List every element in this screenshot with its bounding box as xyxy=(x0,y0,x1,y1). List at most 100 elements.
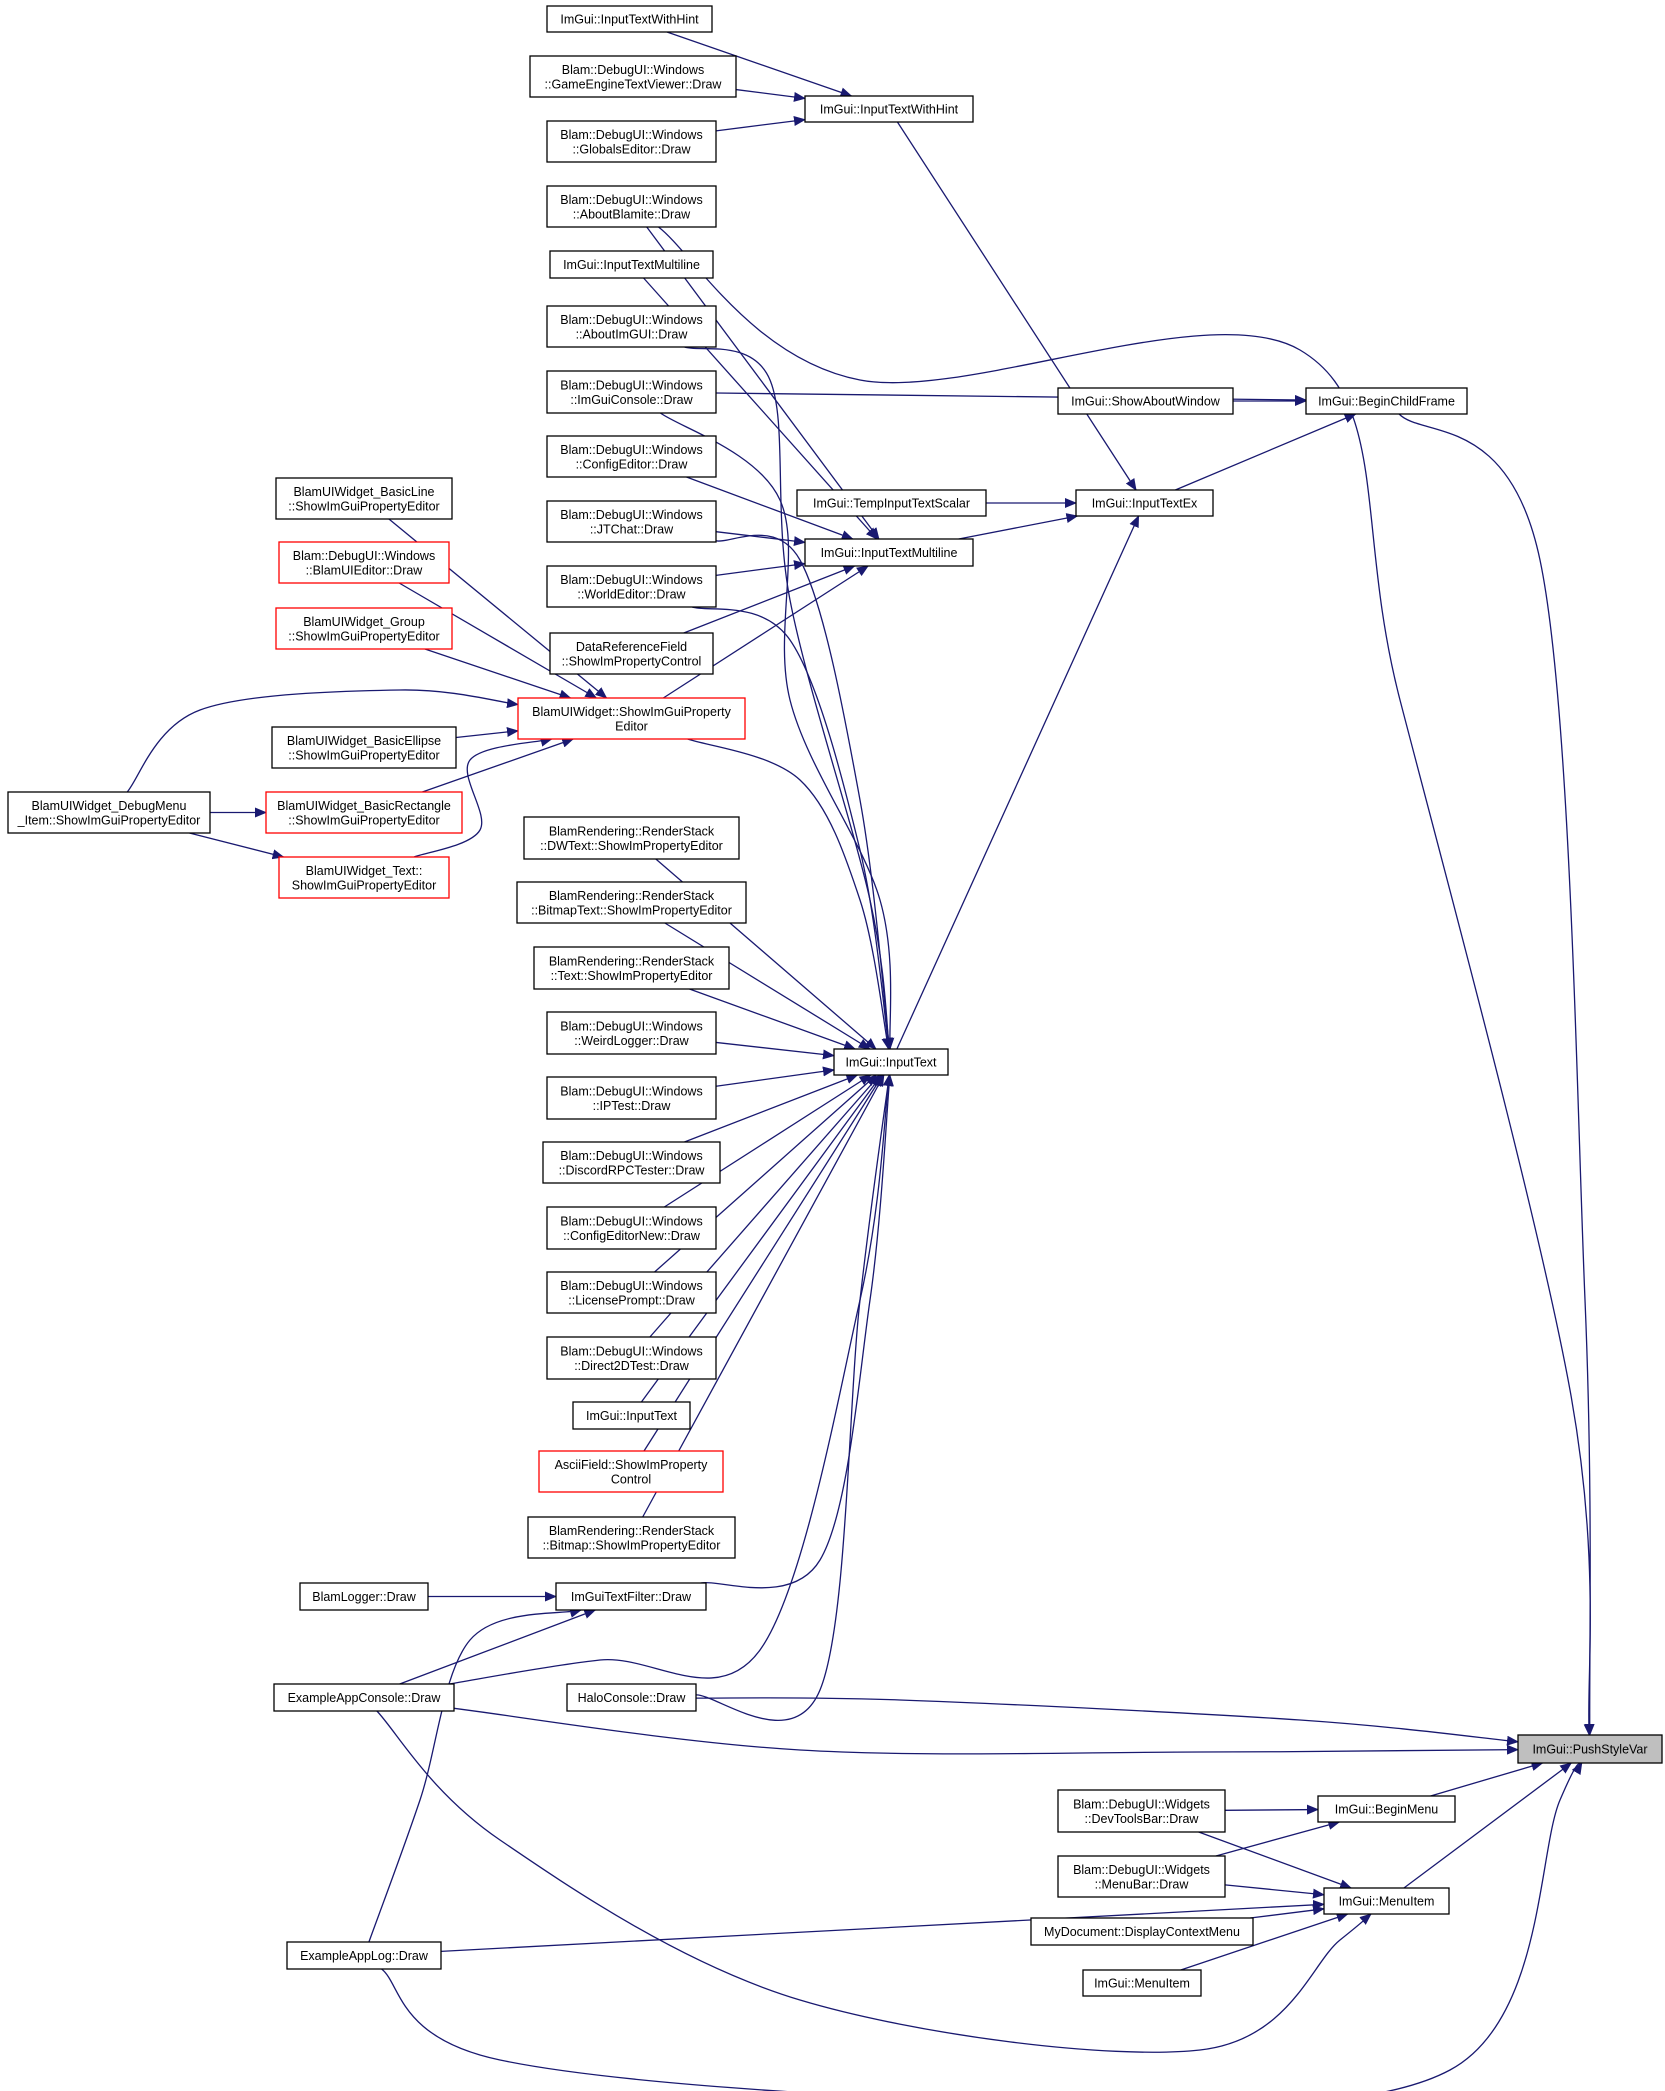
node-push-style-var[interactable]: ImGui::PushStyleVar xyxy=(1517,1734,1663,1764)
node-world-editor[interactable]: Blam::DebugUI::Windows::WorldEditor::Dra… xyxy=(546,565,717,608)
node-box[interactable] xyxy=(533,946,730,990)
node-box[interactable] xyxy=(546,1011,717,1055)
node-box[interactable] xyxy=(549,250,714,279)
node-dev-tools-bar[interactable]: Blam::DebugUI::Widgets::DevToolsBar::Dra… xyxy=(1057,1789,1226,1833)
node-box[interactable] xyxy=(1075,489,1214,517)
node-box[interactable] xyxy=(542,1141,721,1184)
node-begin-child-frame[interactable]: ImGui::BeginChildFrame xyxy=(1305,387,1468,415)
node-bitmap-text[interactable]: BlamRendering::RenderStack::BitmapText::… xyxy=(516,881,747,924)
node-basic-line[interactable]: BlamUIWidget_BasicLine::ShowImGuiPropert… xyxy=(275,477,453,520)
node-debug-menu-item[interactable]: BlamUIWidget_DebugMenu_Item::ShowImGuiPr… xyxy=(7,791,211,834)
node-blam-ui-editor[interactable]: Blam::DebugUI::Windows::BlamUIEditor::Dr… xyxy=(278,541,450,584)
node-box[interactable] xyxy=(546,1076,717,1120)
node-box[interactable] xyxy=(546,1336,717,1380)
node-box[interactable] xyxy=(286,1941,442,1970)
node-box[interactable] xyxy=(546,435,717,478)
node-input-text-with-hint[interactable]: ImGui::InputTextWithHint xyxy=(804,95,974,123)
node-license-prompt[interactable]: Blam::DebugUI::Windows::LicensePrompt::D… xyxy=(546,1271,717,1314)
node-box[interactable] xyxy=(566,1683,697,1712)
node-box[interactable] xyxy=(1082,1969,1202,1997)
node-basic-rectangle[interactable]: BlamUIWidget_BasicRectangle::ShowImGuiPr… xyxy=(265,791,463,834)
node-weird-logger[interactable]: Blam::DebugUI::Windows::WeirdLogger::Dra… xyxy=(546,1011,717,1055)
node-globals-editor[interactable]: Blam::DebugUI::Windows::GlobalsEditor::D… xyxy=(546,120,717,163)
node-box[interactable] xyxy=(1317,1795,1456,1823)
node-example-app-log[interactable]: ExampleAppLog::Draw xyxy=(286,1941,442,1970)
node-box[interactable] xyxy=(275,477,453,520)
node-box[interactable] xyxy=(7,791,211,834)
node-iptest[interactable]: Blam::DebugUI::Windows::IPTest::Draw xyxy=(546,1076,717,1120)
node-input-text-multiline-caller[interactable]: ImGui::InputTextMultiline xyxy=(549,250,714,279)
node-rs-bitmap[interactable]: BlamRendering::RenderStack::Bitmap::Show… xyxy=(527,1516,736,1559)
node-config-editor-new[interactable]: Blam::DebugUI::Windows::ConfigEditorNew:… xyxy=(546,1206,717,1250)
node-box[interactable] xyxy=(546,1206,717,1250)
node-box[interactable] xyxy=(546,305,717,348)
node-about-imgui[interactable]: Blam::DebugUI::Windows::AboutImGUI::Draw xyxy=(546,305,717,348)
node-box[interactable] xyxy=(572,1401,691,1430)
node-box[interactable] xyxy=(278,541,450,584)
node-box[interactable] xyxy=(804,538,974,567)
node-dwtext[interactable]: BlamRendering::RenderStack::DWText::Show… xyxy=(523,816,740,860)
node-box[interactable] xyxy=(546,120,717,163)
node-box[interactable] xyxy=(546,185,717,228)
node-box[interactable] xyxy=(1057,1855,1226,1898)
node-box[interactable] xyxy=(517,697,746,740)
node-input-text-with-hint-caller[interactable]: ImGui::InputTextWithHint xyxy=(546,5,713,33)
node-input-text-caller[interactable]: ImGui::InputText xyxy=(572,1401,691,1430)
node-box[interactable] xyxy=(1057,1789,1226,1833)
node-jtchat[interactable]: Blam::DebugUI::Windows::JTChat::Draw xyxy=(546,500,717,543)
node-data-reference-field[interactable]: DataReferenceField::ShowImPropertyContro… xyxy=(549,632,714,675)
node-box[interactable] xyxy=(546,500,717,543)
node-imgui-console[interactable]: Blam::DebugUI::Windows::ImGuiConsole::Dr… xyxy=(546,370,717,414)
node-widget-group[interactable]: BlamUIWidget_Group::ShowImGuiPropertyEdi… xyxy=(275,607,453,650)
node-ascii-field[interactable]: AsciiField::ShowImPropertyControl xyxy=(538,1450,724,1493)
node-menu-item[interactable]: ImGui::MenuItem xyxy=(1323,1887,1450,1915)
node-game-engine-text-viewer[interactable]: Blam::DebugUI::Windows::GameEngineTextVi… xyxy=(529,55,737,98)
node-widget-show-editor[interactable]: BlamUIWidget::ShowImGuiPropertyEditor xyxy=(517,697,746,740)
node-box[interactable] xyxy=(1057,387,1234,415)
node-box[interactable] xyxy=(549,632,714,675)
node-box[interactable] xyxy=(546,1271,717,1314)
node-show-about-window[interactable]: ImGui::ShowAboutWindow xyxy=(1057,387,1234,415)
node-input-text-multiline[interactable]: ImGui::InputTextMultiline xyxy=(804,538,974,567)
node-box[interactable] xyxy=(1030,1917,1254,1946)
node-input-text-ex[interactable]: ImGui::InputTextEx xyxy=(1075,489,1214,517)
node-menu-bar[interactable]: Blam::DebugUI::Widgets::MenuBar::Draw xyxy=(1057,1855,1226,1898)
node-box[interactable] xyxy=(265,791,463,834)
node-widget-text[interactable]: BlamUIWidget_Text::ShowImGuiPropertyEdit… xyxy=(278,856,450,899)
node-box[interactable] xyxy=(299,1582,429,1611)
node-box[interactable] xyxy=(538,1450,724,1493)
node-box[interactable] xyxy=(546,565,717,608)
node-box[interactable] xyxy=(275,607,453,650)
node-box[interactable] xyxy=(1305,387,1468,415)
node-display-context-menu[interactable]: MyDocument::DisplayContextMenu xyxy=(1030,1917,1254,1946)
node-menu-item-caller[interactable]: ImGui::MenuItem xyxy=(1082,1969,1202,1997)
node-box[interactable] xyxy=(271,726,457,769)
node-box[interactable] xyxy=(555,1582,707,1611)
node-direct2d-test[interactable]: Blam::DebugUI::Windows::Direct2DTest::Dr… xyxy=(546,1336,717,1380)
node-discord-rpc[interactable]: Blam::DebugUI::Windows::DiscordRPCTester… xyxy=(542,1141,721,1184)
node-box[interactable] xyxy=(804,95,974,123)
node-box[interactable] xyxy=(527,1516,736,1559)
node-rs-text[interactable]: BlamRendering::RenderStack::Text::ShowIm… xyxy=(533,946,730,990)
node-begin-menu[interactable]: ImGui::BeginMenu xyxy=(1317,1795,1456,1823)
node-about-blamite[interactable]: Blam::DebugUI::Windows::AboutBlamite::Dr… xyxy=(546,185,717,228)
node-box[interactable] xyxy=(1517,1734,1663,1764)
node-box[interactable] xyxy=(1323,1887,1450,1915)
node-input-text[interactable]: ImGui::InputText xyxy=(833,1048,949,1076)
node-example-app-console[interactable]: ExampleAppConsole::Draw xyxy=(273,1683,455,1712)
node-box[interactable] xyxy=(273,1683,455,1712)
node-box[interactable] xyxy=(516,881,747,924)
node-temp-input-text-scalar[interactable]: ImGui::TempInputTextScalar xyxy=(796,489,987,517)
node-blam-logger[interactable]: BlamLogger::Draw xyxy=(299,1582,429,1611)
node-box[interactable] xyxy=(523,816,740,860)
node-text-filter[interactable]: ImGuiTextFilter::Draw xyxy=(555,1582,707,1611)
node-box[interactable] xyxy=(546,5,713,33)
node-box[interactable] xyxy=(529,55,737,98)
node-box[interactable] xyxy=(833,1048,949,1076)
node-config-editor[interactable]: Blam::DebugUI::Windows::ConfigEditor::Dr… xyxy=(546,435,717,478)
node-box[interactable] xyxy=(796,489,987,517)
node-box[interactable] xyxy=(278,856,450,899)
node-basic-ellipse[interactable]: BlamUIWidget_BasicEllipse::ShowImGuiProp… xyxy=(271,726,457,769)
node-halo-console[interactable]: HaloConsole::Draw xyxy=(566,1683,697,1712)
node-box[interactable] xyxy=(546,370,717,414)
